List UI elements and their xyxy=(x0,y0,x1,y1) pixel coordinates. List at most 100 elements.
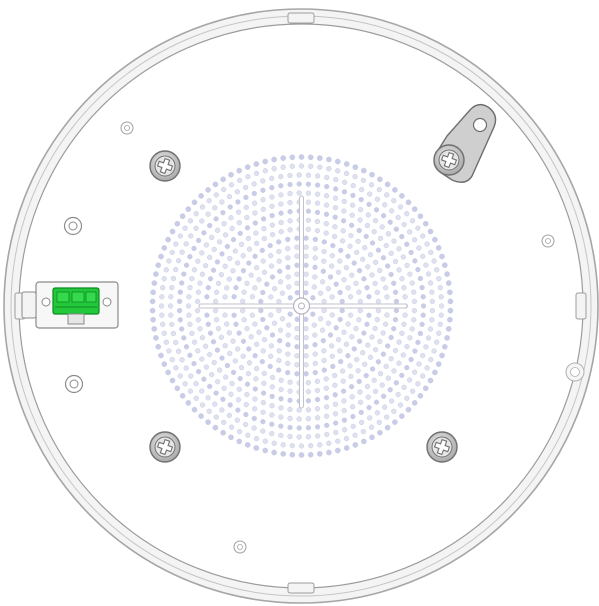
vent-hole xyxy=(269,403,275,409)
vent-hole xyxy=(420,233,426,239)
vent-hole xyxy=(356,338,363,344)
vent-hole xyxy=(294,235,300,241)
vent-hole xyxy=(305,181,312,187)
vent-hole xyxy=(377,370,384,377)
vent-hole xyxy=(393,226,399,232)
vent-hole xyxy=(246,260,252,266)
vent-hole xyxy=(264,281,270,287)
vent-hole xyxy=(235,397,242,403)
vent-hole xyxy=(351,346,357,352)
vent-hole xyxy=(317,316,324,322)
phillips-screw-icon xyxy=(426,431,458,463)
vent-hole xyxy=(153,335,159,341)
vent-hole xyxy=(165,369,171,376)
vent-hole xyxy=(332,195,339,201)
vent-hole xyxy=(194,307,201,314)
vent-hole xyxy=(232,358,238,364)
rim-tab-bottom xyxy=(287,582,315,594)
vent-hole xyxy=(349,202,356,208)
vent-hole xyxy=(369,171,375,178)
vent-hole xyxy=(287,190,293,197)
vent-hole xyxy=(429,317,435,323)
vent-hole xyxy=(396,267,402,273)
vent-hole xyxy=(187,388,194,394)
vent-hole xyxy=(429,289,435,295)
vent-hole xyxy=(227,402,233,408)
vent-hole xyxy=(409,218,416,224)
vent-hole xyxy=(348,384,355,390)
vent-hole xyxy=(276,357,282,364)
vent-hole xyxy=(411,307,418,314)
vent-hole xyxy=(228,215,234,221)
vent-hole xyxy=(341,329,347,335)
vent-hole xyxy=(372,217,379,224)
vent-hole xyxy=(358,419,365,426)
vent-hole xyxy=(431,348,437,354)
vent-hole xyxy=(278,183,284,189)
vent-hole xyxy=(249,294,256,300)
vent-hole xyxy=(405,406,412,413)
vent-hole xyxy=(260,197,266,203)
mounting-hole-icon xyxy=(565,362,585,382)
vent-hole xyxy=(296,190,302,196)
vent-hole xyxy=(287,388,293,394)
vent-hole xyxy=(269,374,276,381)
vent-hole xyxy=(392,187,398,193)
vent-hole xyxy=(222,343,228,349)
vent-hole xyxy=(392,317,399,323)
vent-hole xyxy=(177,289,183,295)
vent-hole xyxy=(303,290,309,296)
vent-hole xyxy=(197,326,203,332)
vent-hole xyxy=(205,395,211,401)
vent-hole xyxy=(253,230,259,236)
vent-hole xyxy=(348,373,354,380)
vent-hole xyxy=(269,194,275,200)
vent-hole xyxy=(253,435,260,442)
vent-hole xyxy=(244,442,251,448)
vent-hole xyxy=(222,374,229,380)
vent-hole xyxy=(153,271,159,277)
vent-hole xyxy=(380,351,387,357)
vent-hole xyxy=(391,326,397,332)
vent-hole xyxy=(401,384,407,391)
vent-hole xyxy=(334,158,341,165)
vent-hole xyxy=(311,284,317,290)
vent-hole xyxy=(321,357,327,364)
vent-hole xyxy=(261,235,267,242)
vent-hole xyxy=(287,397,293,403)
vent-hole xyxy=(333,429,339,436)
vent-hole xyxy=(343,265,350,271)
vent-hole xyxy=(428,249,434,256)
vent-hole xyxy=(340,218,347,224)
vent-hole xyxy=(311,322,317,328)
vent-hole xyxy=(296,407,302,413)
vent-hole xyxy=(175,258,182,264)
vent-hole xyxy=(321,307,327,314)
vent-hole xyxy=(227,255,233,262)
vent-hole xyxy=(383,363,389,370)
vent-hole xyxy=(224,321,230,327)
vent-hole xyxy=(228,434,234,441)
vent-hole xyxy=(213,317,220,323)
vent-hole xyxy=(169,356,175,363)
vent-hole xyxy=(396,339,402,345)
vent-hole xyxy=(326,156,332,163)
vent-hole xyxy=(376,186,382,193)
vent-hole xyxy=(294,271,300,277)
vent-hole xyxy=(240,353,246,359)
vent-hole xyxy=(224,243,231,250)
vent-hole xyxy=(160,285,166,291)
rim-tab-right xyxy=(575,292,587,320)
vent-hole xyxy=(364,321,370,327)
vent-hole xyxy=(222,232,229,238)
vent-hole xyxy=(341,417,348,423)
vent-hole xyxy=(425,335,432,341)
vent-hole xyxy=(374,196,381,202)
vent-hole xyxy=(408,249,414,256)
vent-hole xyxy=(392,347,399,354)
vent-hole xyxy=(234,346,241,352)
vent-hole xyxy=(287,218,293,224)
vent-hole xyxy=(296,425,302,431)
vent-hole xyxy=(420,294,426,300)
